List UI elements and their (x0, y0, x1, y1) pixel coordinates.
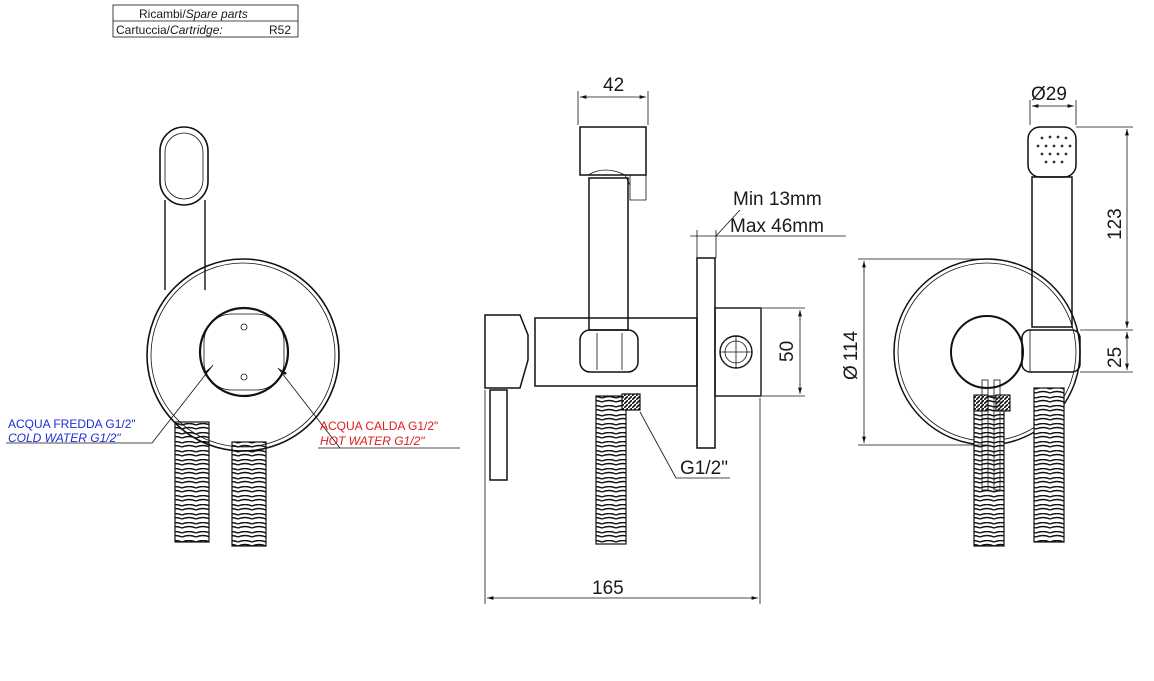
cartridge-label: Cartuccia/Cartridge: (116, 23, 223, 37)
side-lever (484, 314, 529, 389)
side-wall-plate (696, 257, 716, 449)
rear-shower-head (1027, 126, 1077, 178)
dim-holder-height: 25 (1105, 347, 1126, 368)
hot-water-label-en: HOT WATER G1/2" (320, 434, 425, 448)
cold-hose (174, 421, 210, 543)
dim-total-depth: 165 (592, 578, 624, 599)
front-view: ACQUA FREDDA G1/2" COLD WATER G1/2" ACQU… (6, 126, 460, 547)
dim-plate-diameter: Ø114 (841, 330, 862, 380)
side-valve-body (534, 317, 698, 387)
dim-head-diameter: Ø29 (1031, 84, 1067, 105)
dim-width-top: 42 (603, 75, 624, 96)
cold-water-label-en: COLD WATER G1/2" (8, 431, 121, 445)
front-handle (198, 306, 290, 398)
dim-wall-max: Max 46mm (730, 216, 824, 237)
rear-view: Ø29 123 25 (841, 84, 1133, 547)
cartridge-code: R52 (269, 23, 291, 37)
dim-outlet-height: 50 (777, 341, 798, 362)
cold-water-label-it: ACQUA FREDDA G1/2" (8, 417, 136, 431)
hot-hose (231, 441, 267, 547)
thread-label: G1/2" (680, 458, 728, 479)
side-view: 42 Min 13mm Max 46mm (484, 75, 846, 604)
hand-shower-head (159, 126, 209, 290)
dim-head-height: 123 (1105, 208, 1126, 240)
hot-water-label-it: ACQUA CALDA G1/2" (320, 419, 438, 433)
front-wall-plate (146, 258, 340, 452)
dim-wall-min: Min 13mm (733, 189, 822, 210)
side-shower-holder (579, 126, 647, 176)
spare-parts-label: Ricambi/Spare parts (139, 7, 248, 21)
title-block: Ricambi/Spare parts Cartuccia/Cartridge:… (112, 4, 299, 38)
